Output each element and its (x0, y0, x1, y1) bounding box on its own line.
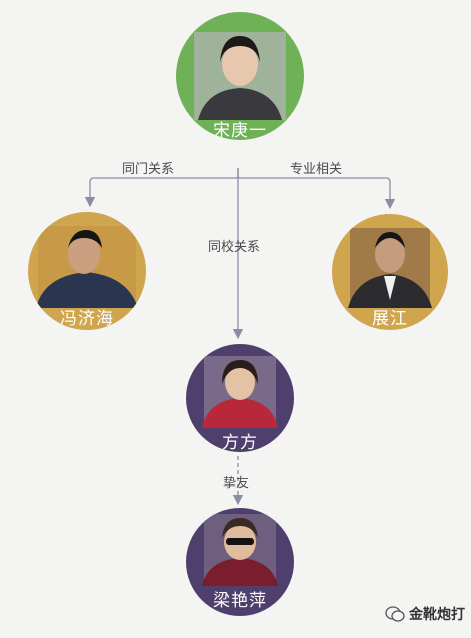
watermark: 金靴炮打 (385, 604, 465, 624)
node-feng-jihai: 冯济海 (28, 212, 146, 330)
edge-label-tongxiao: 同校关系 (208, 240, 261, 255)
node-name: 冯济海 (60, 309, 114, 329)
node-song-gengyi: 宋庚一 (176, 12, 304, 140)
edge-zhuanye-line (237, 175, 396, 210)
edge-label-zhiyou: 挚友 (223, 476, 250, 491)
node-name: 方方 (222, 433, 258, 452)
edge-label-tongmen: 同门关系 (122, 162, 175, 177)
node-fang-fang: 方方 (186, 344, 294, 452)
node-zhan-jiang: 展江 (332, 214, 448, 330)
node-name: 展江 (372, 309, 408, 329)
edge-label-zhuanye: 专业相关 (290, 162, 343, 177)
watermark-text: 金靴炮打 (409, 607, 465, 623)
node-name: 梁艳萍 (213, 591, 267, 611)
node-name: 宋庚一 (213, 121, 267, 140)
wechat-icon (385, 606, 405, 622)
portrait-photo (348, 228, 432, 308)
portrait-photo (36, 226, 138, 308)
portrait-photo (202, 514, 278, 586)
portrait-photo (202, 356, 278, 428)
portrait-photo (194, 32, 286, 120)
node-liang-yanping: 梁艳萍 (186, 508, 294, 616)
